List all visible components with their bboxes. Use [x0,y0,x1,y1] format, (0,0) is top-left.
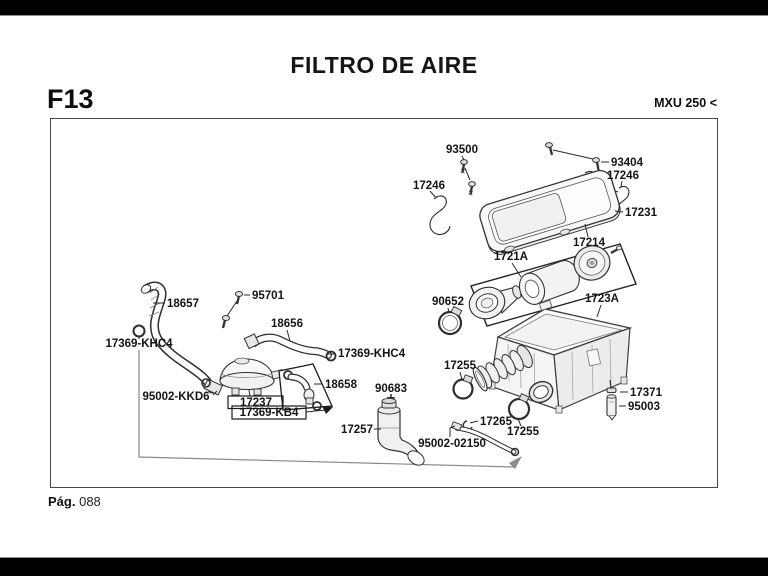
part-bolts-95701 [221,291,250,329]
part-corrugated-intake-tube [472,344,533,392]
part-hook-17246-left [429,190,451,236]
part-valve-dome-17237 [219,357,285,397]
model-reference: MXU 250 < [654,96,717,110]
page-footer-label: Pág. [48,494,76,509]
part-hose-18656 [243,329,337,362]
part-clamp-90652 [437,305,463,336]
part-label-90652: 90652 [432,296,464,308]
part-labels: 93500 93404 17246 17246 17231 17214 1721… [105,144,662,450]
part-outlet-port [528,380,554,404]
part-air-box-lid [479,169,624,255]
part-label-17257: 17257 [341,424,373,436]
part-hose-box-18658 [278,363,333,411]
section-code: F13 [47,84,94,114]
part-label-90683: 90683 [375,383,407,395]
page-number: 088 [79,494,101,509]
part-label-18656: 18656 [271,318,303,330]
page-title: FILTRO DE AIRE [290,52,478,78]
part-label-17231: 17231 [625,207,658,219]
part-label-1721a: 1721A [494,251,528,263]
part-drain-cap-17371 [606,379,628,393]
leader-17369-khc4-long [138,350,522,469]
part-drain-tube-95003 [606,394,626,421]
part-label-93404: 93404 [611,157,644,169]
part-label-17265: 17265 [480,416,513,428]
part-screws-93404 [545,142,609,171]
part-label-17255-left: 17255 [444,360,477,372]
part-clamp-17255-right [507,392,531,427]
part-filter-end-cap [573,245,623,281]
part-label-17246-right: 17246 [607,170,639,182]
part-label-17214: 17214 [573,237,606,249]
part-label-18658: 18658 [325,379,358,391]
letterbox-bottom [0,557,768,576]
part-label-17369-kb4: 17369-KB4 [240,407,299,419]
part-label-17237: 17237 [240,397,272,409]
part-screws-93500 [460,155,476,196]
label-box-17237 [227,395,333,420]
part-label-18657: 18657 [167,298,199,310]
part-label-17369-khc4-left: 17369-KHC4 [105,338,173,350]
part-label-95002-kkd6: 95002-KKD6 [142,391,209,403]
letterbox-top [0,0,768,16]
part-drain-hose-95002-02150 [449,421,520,457]
part-label-17369-khc4-right: 17369-KHC4 [338,348,406,360]
part-label-17371: 17371 [630,387,663,399]
part-label-93500: 93500 [446,144,478,156]
part-label-17246-left: 17246 [413,180,445,192]
part-clamp-17369-khc4-left [132,324,146,339]
part-label-95002-02150: 95002-02150 [418,438,486,450]
part-label-95003: 95003 [628,401,660,413]
part-filter-element [518,260,580,305]
part-clamp-17255-left [452,371,474,400]
part-intake-duct-17257 [374,397,425,466]
part-label-1723a: 1723A [585,293,619,305]
part-label-17255-right: 17255 [507,426,540,438]
part-t-fitting-95002-kkd6 [201,378,224,396]
part-label-95701: 95701 [252,290,285,302]
page-footer: Pág. 088 [48,494,101,509]
